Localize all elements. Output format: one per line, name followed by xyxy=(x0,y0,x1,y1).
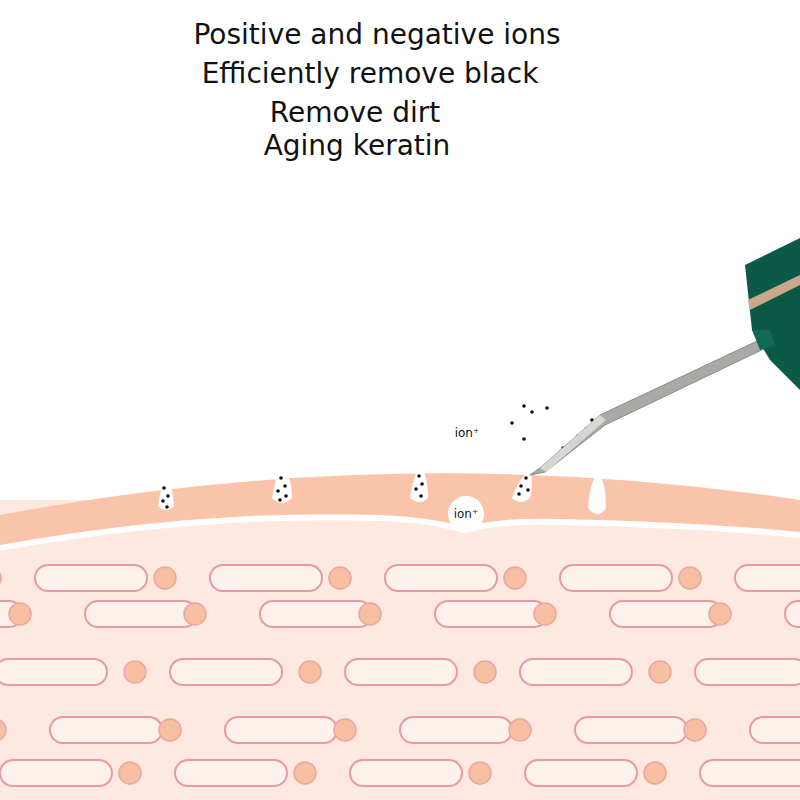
cell-nucleus xyxy=(184,603,206,625)
cell-nucleus xyxy=(329,567,351,589)
cell xyxy=(0,760,112,786)
cell xyxy=(525,760,637,786)
cell xyxy=(400,717,512,743)
cell-nucleus xyxy=(159,719,181,741)
cell-nucleus xyxy=(334,719,356,741)
cell-nucleus xyxy=(474,661,496,683)
cell-nucleus xyxy=(0,567,1,589)
cell xyxy=(345,659,457,685)
feature-text: Remove dirt xyxy=(270,98,441,129)
cell xyxy=(785,601,800,627)
cell-nucleus xyxy=(359,603,381,625)
cell xyxy=(260,601,372,627)
cell xyxy=(225,717,337,743)
cell-nucleus xyxy=(469,762,491,784)
cell-nucleus xyxy=(684,719,706,741)
cell xyxy=(210,565,322,591)
cell xyxy=(35,565,147,591)
cell xyxy=(560,565,672,591)
cell-nucleus xyxy=(649,661,671,683)
ion-device xyxy=(530,238,800,475)
cell xyxy=(385,565,497,591)
cell-nucleus xyxy=(504,567,526,589)
cell-nucleus xyxy=(119,762,141,784)
dermis xyxy=(0,500,800,800)
pores xyxy=(158,404,606,514)
cell-nucleus xyxy=(9,603,31,625)
cell-nucleus xyxy=(0,719,6,741)
cell-nucleus xyxy=(709,603,731,625)
cell-nucleus xyxy=(124,661,146,683)
cell xyxy=(520,659,632,685)
cell xyxy=(85,601,197,627)
cell-nucleus xyxy=(299,661,321,683)
cell xyxy=(610,601,722,627)
cell xyxy=(350,760,462,786)
skin-boundary xyxy=(0,517,800,548)
feature-text: Positive and negative ions xyxy=(193,20,560,51)
epidermis xyxy=(0,473,800,548)
cell xyxy=(0,659,107,685)
ion-label: ion⁺ xyxy=(455,427,480,440)
cell xyxy=(575,717,687,743)
cell-nucleus xyxy=(644,762,666,784)
ion-text: ion⁺ xyxy=(454,507,479,521)
cell xyxy=(750,717,800,743)
cell xyxy=(735,565,800,591)
cell xyxy=(695,659,800,685)
cell xyxy=(435,601,547,627)
feature-text: Aging keratin xyxy=(264,131,451,162)
cell xyxy=(170,659,282,685)
cell xyxy=(700,760,800,786)
cell-nucleus xyxy=(294,762,316,784)
cell-layer xyxy=(0,565,800,786)
cell xyxy=(50,717,162,743)
ion-circle: ion⁺ xyxy=(448,496,484,532)
feature-text: Efficiently remove black xyxy=(202,59,539,90)
cell-nucleus xyxy=(679,567,701,589)
cell-nucleus xyxy=(154,567,176,589)
cell xyxy=(175,760,287,786)
cell-nucleus xyxy=(509,719,531,741)
cell-nucleus xyxy=(534,603,556,625)
